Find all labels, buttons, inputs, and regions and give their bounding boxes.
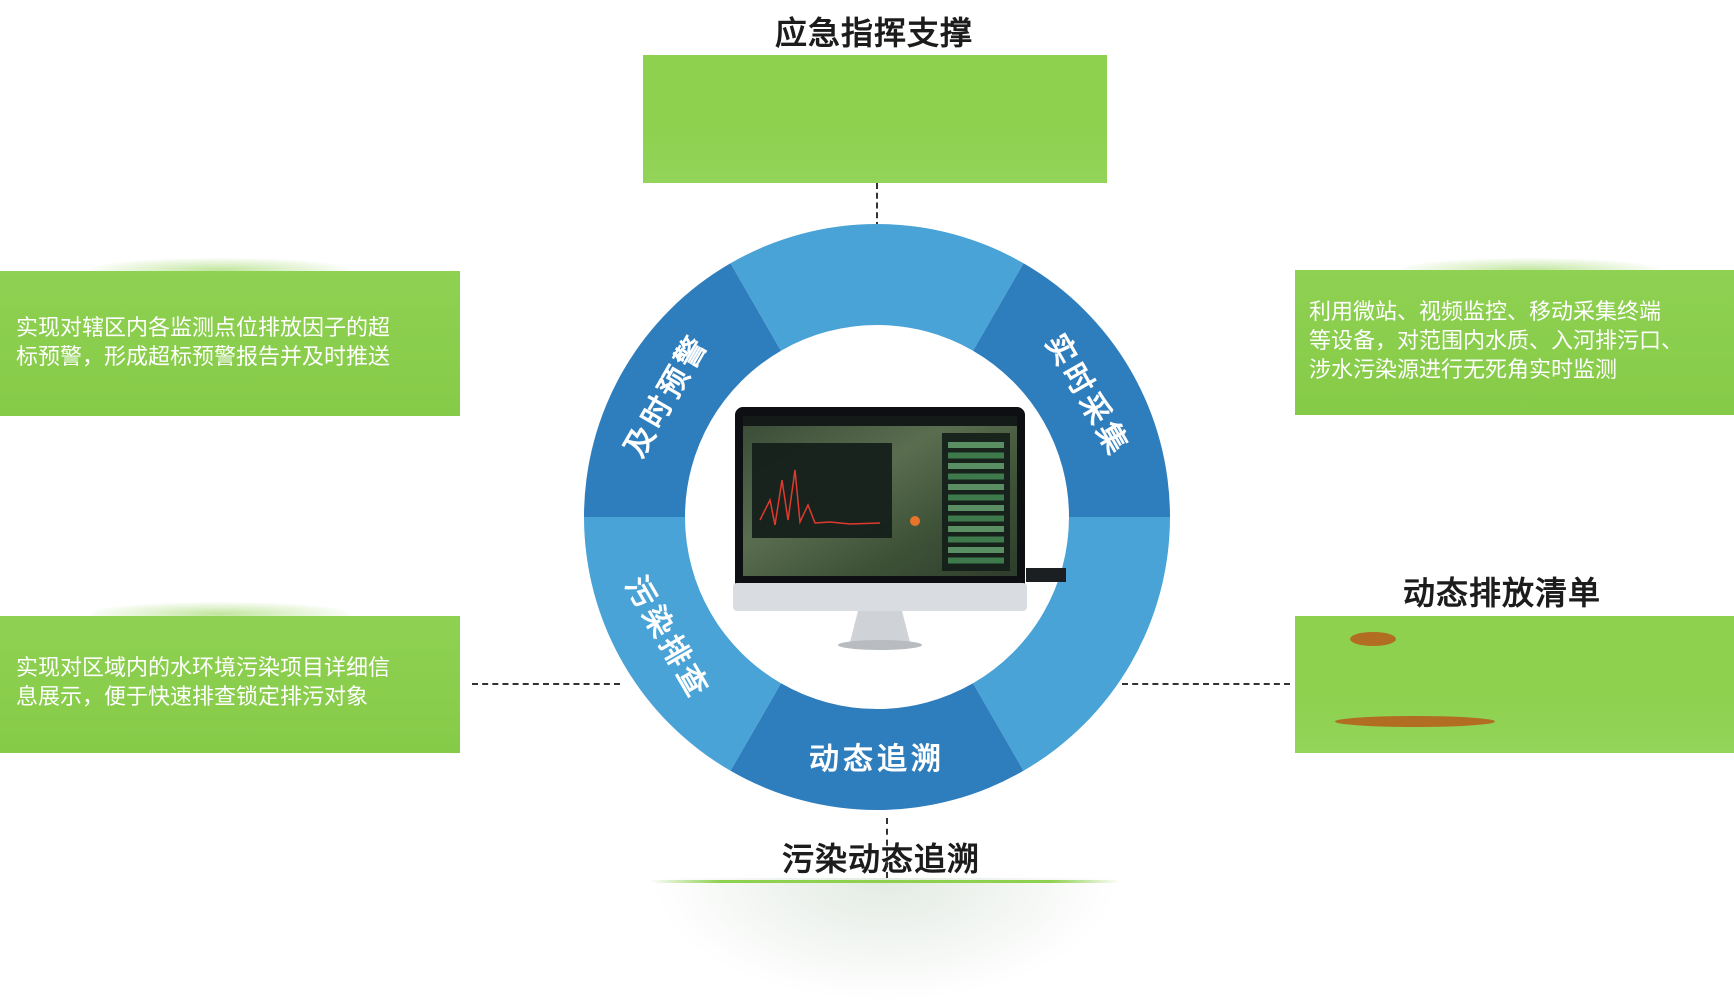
connector-right — [1122, 683, 1290, 685]
ring-segment — [584, 263, 781, 517]
title-dynamic-emission-list: 动态排放清单 — [1403, 574, 1602, 612]
realtime-collection-line-1: 利用微站、视频监控、移动采集终端 — [1309, 300, 1662, 325]
ring-segment — [584, 517, 781, 771]
decorative-smudge — [1350, 632, 1396, 646]
title-pollution-tracing: 污染动态追溯 — [782, 840, 981, 878]
early-warning-line-1: 实现对辖区内各监测点位排放因子的超 — [16, 316, 391, 341]
ring-segment-label: 动态追溯 — [809, 742, 945, 777]
early-warning-panel: 实现对辖区内各监测点位排放因子的超 标预警，形成超标预警报告并及时推送 — [0, 271, 460, 416]
monitor-cable — [1026, 568, 1066, 582]
screen-list-row — [948, 505, 1004, 511]
screen-list-row — [948, 557, 1004, 564]
pollution-tracing-panel — [650, 878, 1120, 1002]
early-warning-line-2: 标预警，形成超标预警报告并及时推送 — [16, 345, 391, 370]
screen-list-row — [948, 536, 1004, 543]
screen-list-row — [948, 442, 1004, 448]
realtime-collection-panel: 利用微站、视频监控、移动采集终端 等设备，对范围内水质、入河排污口、 涉水污染源… — [1295, 270, 1734, 415]
screen-list-row — [948, 526, 1004, 532]
pollution-check-line-2: 息展示，便于快速排查锁定排污对象 — [16, 685, 369, 710]
screen-map-marker — [910, 516, 920, 526]
title-emergency-command: 应急指挥支撑 — [775, 14, 974, 52]
realtime-collection-line-2: 等设备，对范围内水质、入河排污口、 — [1309, 329, 1684, 354]
monitor-base — [838, 640, 922, 650]
connector-left — [472, 683, 620, 685]
connector-top — [876, 183, 878, 228]
realtime-collection-text: 利用微站、视频监控、移动采集终端 等设备，对范围内水质、入河排污口、 涉水污染源… — [1309, 298, 1683, 385]
dynamic-emission-panel — [1295, 616, 1734, 753]
ring-segment — [730, 683, 1024, 810]
connector-bottom — [886, 818, 888, 878]
pollution-check-text: 实现对区域内的水环境污染项目详细信 息展示，便于快速排查锁定排污对象 — [16, 654, 390, 712]
realtime-collection-line-3: 涉水污染源进行无死角实时监测 — [1309, 358, 1618, 383]
screen-list-row — [948, 494, 1004, 501]
decorative-smudge — [1335, 716, 1495, 727]
pollution-check-line-1: 实现对区域内的水环境污染项目详细信 — [16, 656, 391, 681]
screen-list-row — [948, 463, 1004, 469]
emergency-command-panel — [643, 55, 1107, 183]
ring-segment — [973, 517, 1170, 771]
monitor — [733, 407, 1066, 650]
screen-list-row — [948, 547, 1004, 553]
screen-list-row — [948, 452, 1004, 459]
monitor-stand — [850, 611, 910, 642]
screen-header — [743, 416, 1017, 426]
ring-segment — [730, 223, 1024, 351]
pollution-tracing-divider — [650, 880, 1120, 883]
screen-list-row — [948, 515, 1004, 522]
screen-list-row — [948, 473, 1004, 480]
ring-segment — [973, 263, 1170, 517]
pollution-check-panel: 实现对区域内的水环境污染项目详细信 息展示，便于快速排查锁定排污对象 — [0, 616, 460, 753]
screen-chart-line — [759, 469, 881, 526]
early-warning-text: 实现对辖区内各监测点位排放因子的超 标预警，形成超标预警报告并及时推送 — [16, 314, 390, 372]
screen-list-row — [948, 484, 1004, 490]
monitor-chin — [733, 583, 1027, 611]
